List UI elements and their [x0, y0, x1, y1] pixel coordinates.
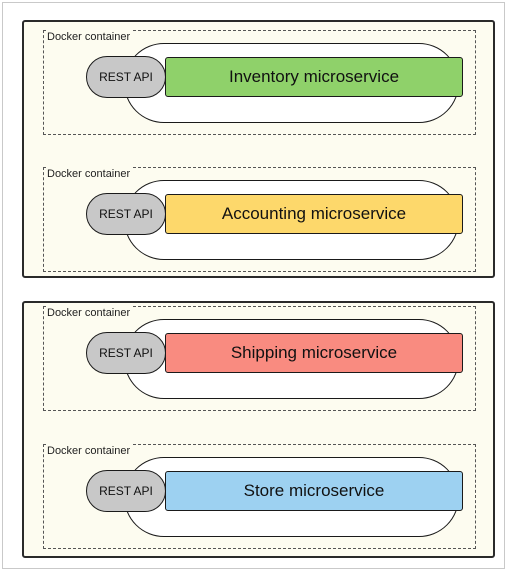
container-label: Docker container [47, 167, 133, 181]
rest-api-badge: REST API [86, 56, 166, 98]
shipping-microservice: Shipping microservice [165, 333, 463, 373]
docker-container-accounting: Docker container REST API Accounting mic… [43, 167, 476, 272]
store-microservice: Store microservice [165, 471, 463, 511]
rest-api-badge: REST API [86, 332, 166, 374]
diagram-frame: Docker container REST API Inventory micr… [2, 2, 505, 569]
host-machine-2: Docker container REST API Shipping micro… [22, 301, 495, 558]
container-label: Docker container [47, 306, 133, 320]
container-label: Docker container [47, 30, 133, 44]
accounting-microservice: Accounting microservice [165, 194, 463, 234]
docker-container-store: Docker container REST API Store microser… [43, 444, 476, 549]
docker-container-shipping: Docker container REST API Shipping micro… [43, 306, 476, 411]
inventory-microservice: Inventory microservice [165, 57, 463, 97]
rest-api-badge: REST API [86, 193, 166, 235]
docker-container-inventory: Docker container REST API Inventory micr… [43, 30, 476, 135]
container-label: Docker container [47, 444, 133, 458]
rest-api-badge: REST API [86, 470, 166, 512]
host-machine-1: Docker container REST API Inventory micr… [22, 20, 495, 278]
